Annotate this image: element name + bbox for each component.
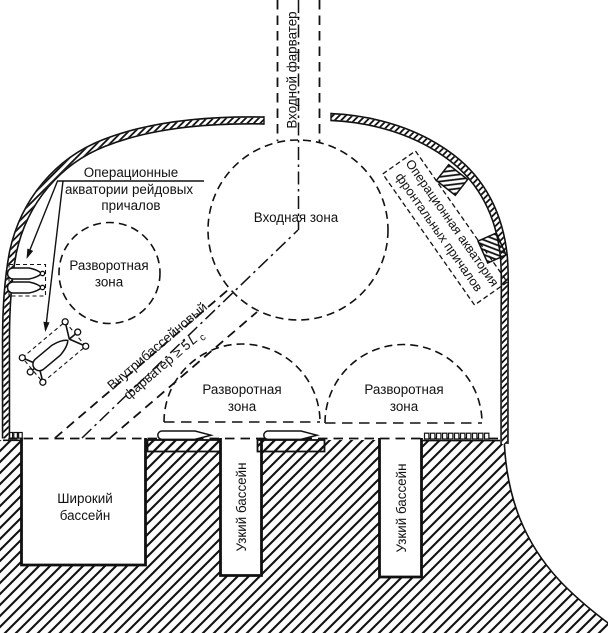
- entrance-fairway-label: Входной фарватер: [285, 11, 300, 128]
- wide-basin-label: Широкий бассейн: [57, 491, 112, 523]
- leader-arrowhead-1: [26, 248, 34, 259]
- breakwater-left: [1, 116, 265, 439]
- leader-line-2: [44, 180, 64, 331]
- inner-fairway-axis: [81, 229, 299, 439]
- svg-text:Разворотная: Разворотная: [364, 382, 443, 397]
- land-area: [0, 440, 608, 633]
- turning-zone-semicircle-1: [163, 343, 321, 423]
- svg-text:зона: зона: [390, 399, 419, 414]
- frontal-berth-2: [476, 231, 508, 265]
- pier-2: [256, 439, 326, 453]
- svg-text:зона: зона: [95, 275, 124, 290]
- inner-fairway-edge-right: [109, 311, 258, 439]
- leader-line-1: [26, 180, 59, 257]
- leader-arrowhead-2: [43, 321, 50, 332]
- narrow-basin-1-label: Узкий бассейн: [234, 463, 249, 552]
- turning-zone-1-label: Разворотная зона: [202, 382, 281, 414]
- narrow-basin-2: [378, 438, 423, 579]
- land-hatch: [0, 440, 608, 633]
- breakwater-right: [330, 112, 510, 444]
- inner-fairway-lines: [54, 229, 299, 439]
- moored-ship-at-buoys: [18, 318, 90, 386]
- svg-text:бассейн: бассейн: [60, 508, 111, 523]
- narrow-basin-1: [219, 438, 263, 577]
- moored-ships-at-wall: [6, 263, 47, 297]
- inner-fairway-edge-left: [54, 288, 230, 439]
- ships-at-quay: [157, 430, 320, 441]
- ship-hull: [157, 430, 214, 441]
- narrow-basin-2-label: Узкий бассейн: [394, 464, 409, 553]
- inner-fairway-label-subscript: с: [197, 332, 208, 344]
- quay-edge: [3, 437, 503, 442]
- entrance-zone-label: Входная зона: [254, 210, 339, 225]
- frontal-berth-1: [435, 163, 469, 197]
- svg-text:Разворотная: Разворотная: [69, 258, 148, 273]
- quay-teeth-right: [423, 432, 490, 440]
- turning-zone-left-label: Разворотная зона: [69, 258, 148, 290]
- roadstead-label: Операционные акватории рейдовых причалов: [26, 165, 204, 332]
- turning-zone-circle-left: [58, 221, 161, 325]
- pier-1: [146, 439, 222, 453]
- entrance-fairway-lines: [276, 0, 321, 230]
- svg-text:Разворотная: Разворотная: [202, 382, 281, 397]
- ship-hull: [263, 430, 320, 441]
- roadstead-label-line2: акватории рейдовых: [65, 182, 193, 197]
- turning-zone-2-label: Разворотная зона: [364, 382, 443, 414]
- quay-teeth-left: [8, 431, 23, 439]
- svg-text:зона: зона: [228, 399, 257, 414]
- roadstead-label-line3: причалов: [101, 198, 160, 213]
- turning-zone-semicircle-2: [324, 343, 483, 424]
- shoreline-curve: [503, 440, 608, 624]
- svg-text:Широкий: Широкий: [57, 491, 112, 506]
- wide-basin: [20, 438, 147, 567]
- roadstead-label-line1: Операционные: [84, 165, 178, 180]
